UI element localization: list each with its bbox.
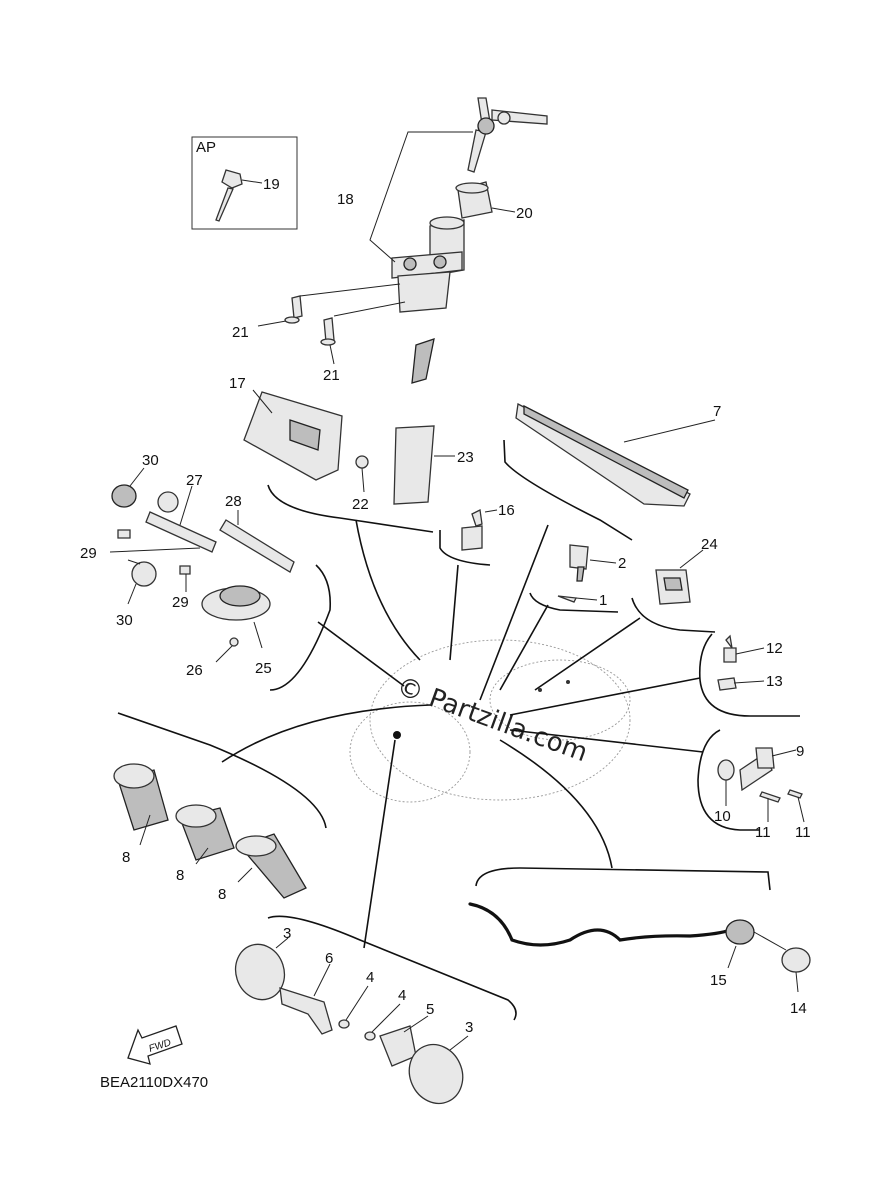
sleeve-23[interactable] [393, 425, 435, 505]
group-bracket-17 [267, 484, 434, 533]
clip-1[interactable] [557, 595, 577, 603]
stay-28[interactable] [219, 519, 295, 573]
screw-4-b[interactable] [364, 1031, 376, 1041]
callout-3-a: 3 [283, 925, 291, 942]
grip-8-c[interactable] [235, 833, 307, 899]
fuse-13[interactable] [717, 677, 737, 691]
callout-9: 9 [796, 743, 804, 760]
key-19[interactable] [215, 169, 243, 222]
diagram-code: BEA2110DX470 [100, 1074, 208, 1091]
callout-10: 10 [714, 808, 731, 825]
inset-box-ap: AP 19 [191, 136, 298, 230]
callout-16: 16 [498, 502, 515, 519]
group-switch-9 [697, 729, 760, 831]
screw-4-a[interactable] [338, 1019, 350, 1029]
callout-29-a: 29 [80, 545, 97, 562]
callout-8-a: 8 [122, 849, 130, 866]
callout-11-b: 11 [795, 824, 811, 841]
fwd-arrow: FWD [127, 1025, 183, 1065]
key-set-18[interactable] [467, 97, 548, 173]
connector-15[interactable] [725, 919, 755, 945]
callout-17: 17 [229, 375, 246, 392]
callout-24: 24 [701, 536, 718, 553]
callout-13: 13 [766, 673, 783, 690]
fuse-holder-12[interactable] [723, 634, 737, 663]
bolt-21-a[interactable] [284, 295, 303, 324]
cover-3-b[interactable] [400, 1036, 472, 1112]
leader-lines [221, 519, 704, 949]
watermark: © Partzilla.com [393, 671, 592, 768]
lead-wire[interactable] [468, 902, 732, 947]
grip-8-a[interactable] [113, 763, 169, 831]
part-16[interactable] [461, 509, 483, 551]
bolt-26[interactable] [229, 637, 239, 647]
screw-22[interactable] [355, 455, 369, 469]
damper-30-b[interactable] [131, 561, 157, 587]
callout-20: 20 [516, 205, 533, 222]
stay-27[interactable] [145, 491, 217, 553]
group-sensor-1-2 [529, 592, 619, 613]
group-grips-8 [117, 712, 327, 829]
callout-11-a: 11 [755, 824, 771, 841]
cap-20[interactable] [455, 181, 493, 219]
collar-29-a[interactable] [117, 529, 131, 539]
callout-1: 1 [599, 592, 607, 609]
callout-8-b: 8 [176, 867, 184, 884]
meter-7[interactable] [515, 402, 691, 507]
callout-4-a: 4 [366, 969, 374, 986]
sensor-2[interactable] [569, 544, 589, 582]
stay-6[interactable] [279, 987, 333, 1035]
callout-21-a: 21 [232, 324, 249, 341]
callout-18: 18 [337, 191, 354, 208]
damper-30-a[interactable] [111, 484, 137, 508]
group-part-16 [439, 530, 491, 566]
screw-11-a[interactable] [759, 791, 781, 803]
callout-3-b: 3 [465, 1019, 473, 1036]
callout-7: 7 [713, 403, 721, 420]
callout-28: 28 [225, 493, 242, 510]
callout-4-b: 4 [398, 987, 406, 1004]
group-fuse-12-13 [698, 633, 800, 717]
switch-9[interactable] [739, 747, 775, 792]
group-horn-25 [269, 564, 332, 691]
collar-29-b[interactable] [179, 565, 191, 575]
callout-23: 23 [457, 449, 474, 466]
bracket-17[interactable] [243, 391, 343, 481]
callout-26: 26 [186, 662, 203, 679]
bolt-21-b[interactable] [320, 317, 336, 346]
callout-2: 2 [618, 555, 626, 572]
group-wire-14-15 [475, 867, 771, 891]
callout-15: 15 [710, 972, 727, 989]
callout-12: 12 [766, 640, 783, 657]
relay-24[interactable] [655, 569, 691, 605]
grommet-10[interactable] [717, 759, 735, 781]
group-relay-24 [631, 597, 716, 633]
callout-21-b: 21 [323, 367, 340, 384]
inset-label: AP [196, 139, 216, 156]
main-switch-body[interactable] [391, 216, 465, 384]
group-meter-7 [503, 439, 633, 541]
callout-27: 27 [186, 472, 203, 489]
callout-14: 14 [790, 1000, 807, 1017]
grip-8-b[interactable] [175, 804, 235, 861]
screw-11-b[interactable] [787, 789, 803, 799]
callout-25: 25 [255, 660, 272, 677]
cover-3-a[interactable] [229, 938, 292, 1006]
harness-ghost [349, 639, 631, 803]
callout-8-c: 8 [218, 886, 226, 903]
group-bottom-3-6 [267, 915, 517, 1021]
callout-22: 22 [352, 496, 369, 513]
cap-14[interactable] [781, 947, 811, 973]
callout-30-b: 30 [116, 612, 133, 629]
horn-25[interactable] [201, 585, 271, 621]
callout-5: 5 [426, 1001, 434, 1018]
callout-29-b: 29 [172, 594, 189, 611]
callout-19: 19 [263, 176, 280, 193]
callout-30-a: 30 [142, 452, 159, 469]
callout-6: 6 [325, 950, 333, 967]
